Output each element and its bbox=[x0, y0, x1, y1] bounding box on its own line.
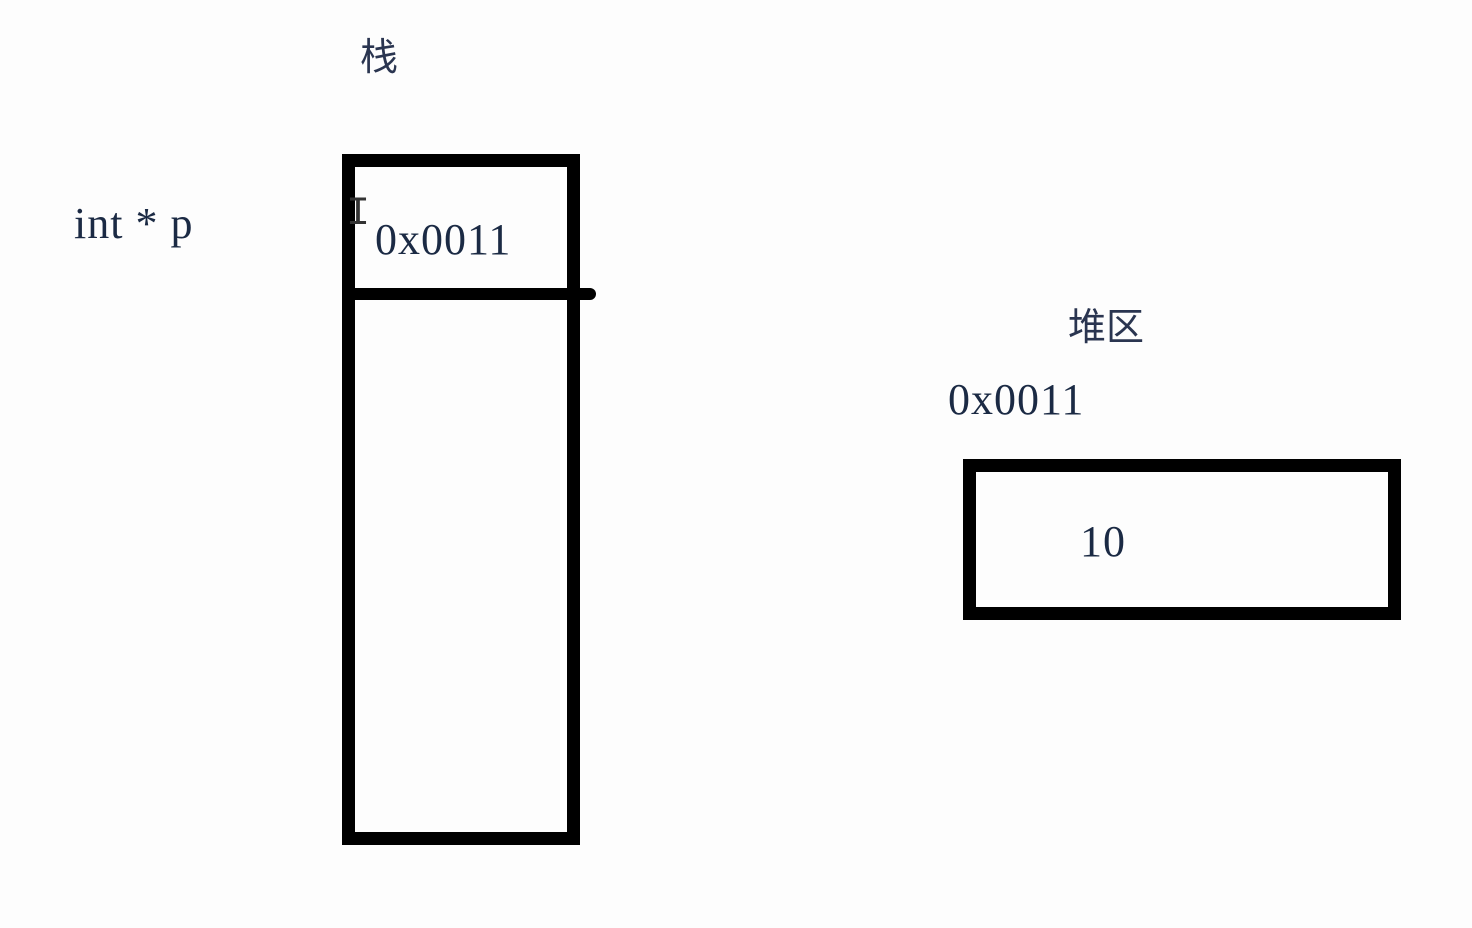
text-cursor-icon: I bbox=[346, 192, 371, 237]
heap-cell-value: 10 bbox=[1080, 517, 1126, 566]
stack-box bbox=[342, 154, 580, 845]
stack-cell-divider bbox=[342, 288, 596, 300]
stack-title: 栈 bbox=[360, 35, 399, 79]
heap-address: 0x0011 bbox=[948, 375, 1085, 424]
heap-title: 堆区 bbox=[1068, 305, 1145, 349]
variable-label: int * p bbox=[74, 199, 194, 248]
heap-box bbox=[963, 459, 1401, 620]
stack-cell-value: 0x0011 bbox=[375, 215, 512, 264]
